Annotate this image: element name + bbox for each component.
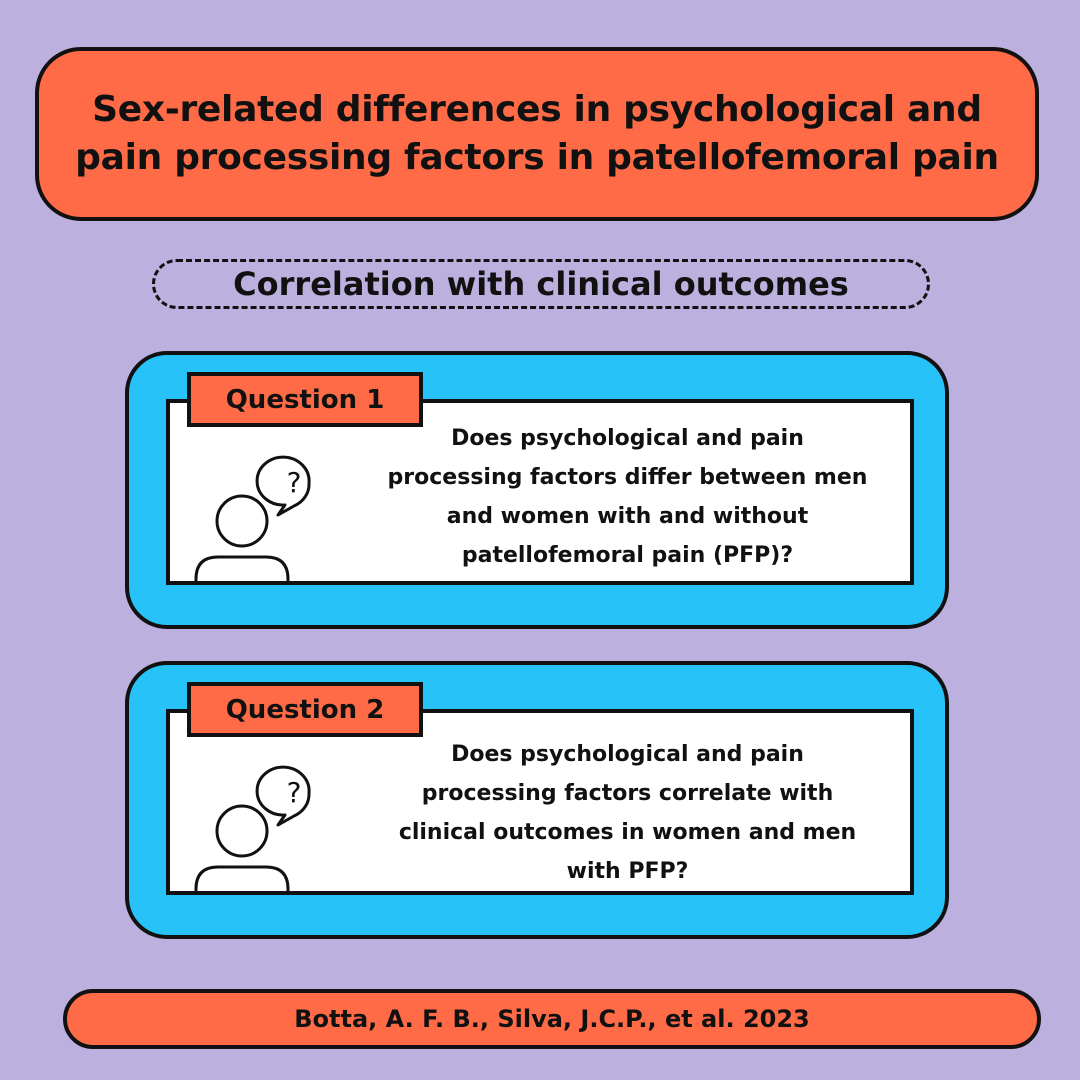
- title-banner: Sex-related differences in psychological…: [35, 47, 1039, 221]
- question-1-line-2: processing factors differ between men: [387, 465, 868, 490]
- svg-text:?: ?: [287, 776, 302, 809]
- page-title: Sex-related differences in psychological…: [75, 86, 999, 182]
- question-panel-2: Does psychological and pain processing f…: [166, 709, 914, 895]
- title-line-1: Sex-related differences in psychological…: [92, 89, 982, 130]
- question-label-text-2: Question 2: [225, 694, 385, 725]
- subtitle: Correlation with clinical outcomes: [233, 265, 849, 303]
- question-2-line-2: processing factors correlate with: [421, 781, 834, 806]
- question-1-line-1: Does psychological and pain: [451, 426, 804, 451]
- question-label-1: Question 1: [187, 372, 423, 427]
- title-line-2: pain processing factors in patellofemora…: [75, 137, 999, 178]
- question-card-1: Does psychological and pain processing f…: [125, 351, 949, 629]
- person-thinking-icon: ?: [194, 455, 311, 581]
- question-2-line-1: Does psychological and pain: [451, 742, 804, 767]
- question-1-line-3: and women with and without: [446, 504, 809, 529]
- question-2-line-3: clinical outcomes in women and men: [398, 820, 857, 845]
- question-2-line-4: with PFP?: [566, 859, 689, 884]
- person-thinking-icon: ?: [194, 765, 311, 891]
- question-label-text-1: Question 1: [225, 384, 385, 415]
- question-label-2: Question 2: [187, 682, 423, 737]
- svg-text:?: ?: [287, 466, 302, 499]
- question-card-2: Does psychological and pain processing f…: [125, 661, 949, 939]
- question-text-2: Does psychological and pain processing f…: [355, 735, 900, 891]
- question-text-1: Does psychological and pain processing f…: [355, 419, 900, 575]
- citation-banner: Botta, A. F. B., Silva, J.C.P., et al. 2…: [63, 989, 1041, 1049]
- citation: Botta, A. F. B., Silva, J.C.P., et al. 2…: [294, 1005, 810, 1033]
- question-panel-1: Does psychological and pain processing f…: [166, 399, 914, 585]
- subtitle-banner: Correlation with clinical outcomes: [152, 259, 930, 309]
- question-1-line-4: patellofemoral pain (PFP)?: [461, 543, 794, 568]
